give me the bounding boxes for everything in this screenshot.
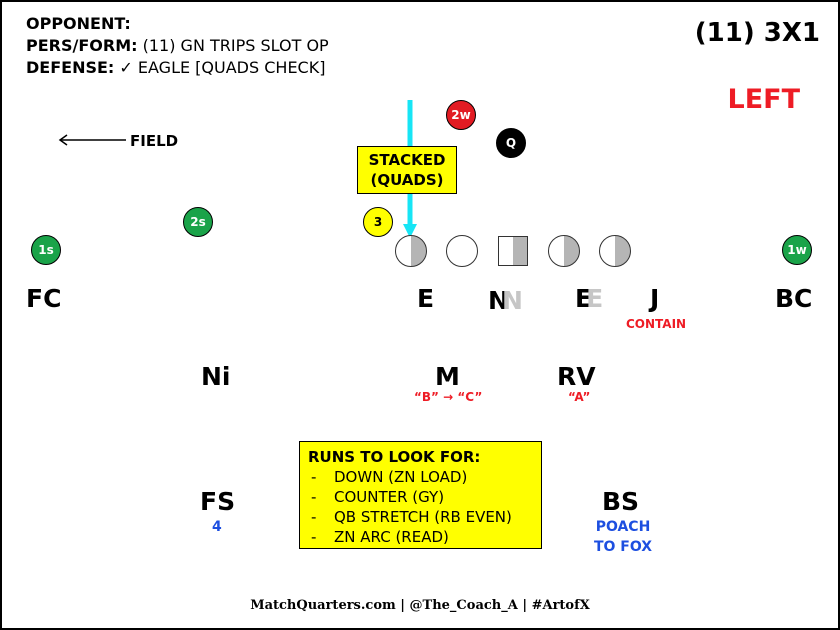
rv-assignment-note: “A” xyxy=(568,390,591,404)
receiver-3: 3 xyxy=(363,207,393,237)
bs-note-line-1: POACH xyxy=(595,519,651,535)
contain-note: CONTAIN xyxy=(626,317,687,331)
pers-form-label: PERS/FORM: xyxy=(26,36,138,55)
callout-line-2: (QUADS) xyxy=(370,171,444,189)
defender-bc: BC xyxy=(775,284,813,313)
run-item: ZN ARC (READ) xyxy=(308,527,533,547)
run-item: QB STRETCH (RB EVEN) xyxy=(308,507,533,527)
pers-form-value: (11) GN TRIPS SLOT OP xyxy=(142,36,329,55)
lineman-right-guard xyxy=(548,235,580,267)
m-assignment-note: “B” → “C” xyxy=(414,390,483,404)
left-arrow-icon xyxy=(58,134,126,146)
defender-rv: RV xyxy=(557,362,596,391)
lineman-left-tackle xyxy=(395,235,427,267)
run-item: COUNTER (GY) xyxy=(308,487,533,507)
defender-e-ghost: E xyxy=(586,284,604,313)
defense-line: DEFENSE: ✓ EAGLE [QUADS CHECK] xyxy=(26,58,325,77)
lineman-left-guard xyxy=(446,235,478,267)
runs-title: RUNS TO LOOK FOR: xyxy=(308,448,481,466)
defender-fs: FS xyxy=(200,487,236,516)
formation-title: (11) 3X1 xyxy=(694,18,820,48)
bs-note-line-2: TO FOX xyxy=(593,539,653,555)
defense-value: ✓ EAGLE [QUADS CHECK] xyxy=(119,58,326,77)
defender-j: J xyxy=(650,284,660,313)
lineman-center xyxy=(498,236,528,266)
fs-note: 4 xyxy=(212,519,222,535)
receiver-1w: 1w xyxy=(782,235,812,265)
field-label: FIELD xyxy=(130,132,179,150)
receiver-1s: 1s xyxy=(31,235,61,265)
defender-e-left: E xyxy=(417,284,435,313)
defender-n-label: N xyxy=(488,286,509,315)
footer-credit: MatchQuarters.com | @The_Coach_A | #Arto… xyxy=(250,598,590,613)
defender-fc: FC xyxy=(26,284,62,313)
lineman-right-tackle xyxy=(599,235,631,267)
defense-label: DEFENSE: xyxy=(26,58,115,77)
stacked-callout: STACKED (QUADS) xyxy=(357,146,457,194)
runs-list: DOWN (ZN LOAD) COUNTER (GY) QB STRETCH (… xyxy=(308,467,533,547)
back-2w: 2w xyxy=(446,100,476,130)
bs-note: POACH TO FOX xyxy=(586,517,660,557)
defender-n-ghost: N xyxy=(501,286,523,315)
defender-e-right-label: E xyxy=(575,284,593,313)
quarterback: Q xyxy=(496,128,526,158)
defender-ni: Ni xyxy=(201,362,231,391)
defender-n: NN xyxy=(488,286,523,315)
pers-form-line: PERS/FORM: (11) GN TRIPS SLOT OP xyxy=(26,36,329,55)
defender-e-right: EE xyxy=(575,284,603,313)
defender-m: M xyxy=(435,362,460,391)
runs-to-look-for-box: RUNS TO LOOK FOR: DOWN (ZN LOAD) COUNTER… xyxy=(299,441,542,549)
defender-bs: BS xyxy=(602,487,640,516)
run-item: DOWN (ZN LOAD) xyxy=(308,467,533,487)
side-label: LEFT xyxy=(727,84,800,115)
opponent-label: OPPONENT: xyxy=(26,14,131,33)
opponent-line: OPPONENT: xyxy=(26,14,131,33)
receiver-2s: 2s xyxy=(183,207,213,237)
callout-line-1: STACKED xyxy=(368,151,446,169)
